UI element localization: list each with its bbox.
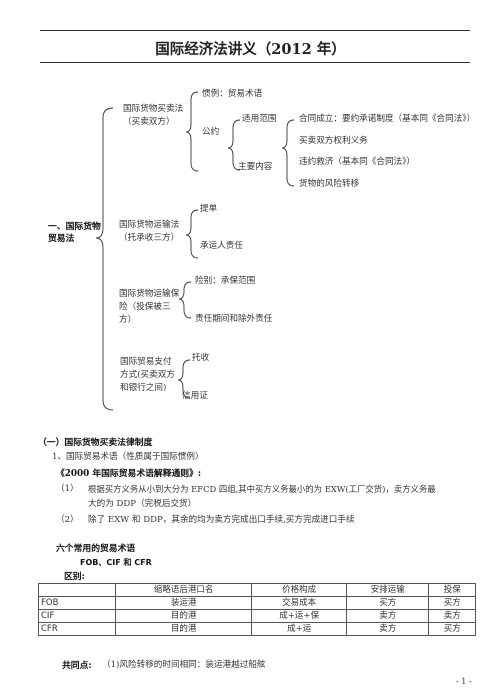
table-cell: 买方 bbox=[428, 596, 476, 610]
para-1-line-2: 大的为 DDP（完税后交货） bbox=[88, 499, 197, 509]
sale-main: 主要内容 bbox=[238, 162, 273, 172]
table-cell: 目的港 bbox=[114, 609, 253, 623]
table-header-row: 缩略语后港口名 价格构成 安排运输 投保 bbox=[38, 583, 476, 597]
table-cell: 卖方 bbox=[428, 609, 476, 623]
table-cell: 买方 bbox=[345, 596, 430, 610]
sale-item-3: 违约救济（基本同《合同法》） bbox=[299, 157, 416, 167]
table-cell: 装运港 bbox=[114, 596, 253, 610]
para-2-num: （2） bbox=[56, 515, 79, 525]
sale-convention: 公约 bbox=[202, 127, 220, 137]
table-row: CFR 目的港 成+运 卖方 买方 bbox=[38, 622, 476, 636]
payment-brace bbox=[177, 359, 191, 399]
table-cell: 成+运+保 bbox=[251, 609, 347, 623]
transport-item-1: 提单 bbox=[200, 204, 218, 214]
table-header-cell: 安排运输 bbox=[345, 583, 430, 597]
sale-custom: 惯例：贸易术语 bbox=[202, 89, 263, 99]
table-cell: 成+运 bbox=[251, 622, 347, 636]
fob-cif-cfr: FOB、CIF 和 CFR bbox=[80, 558, 152, 567]
sale-item-4: 货物的风险转移 bbox=[299, 179, 360, 189]
mindmap-braces bbox=[95, 91, 295, 411]
table-cell: 买方 bbox=[428, 622, 476, 636]
items-brace bbox=[281, 119, 295, 187]
sale-scope: 适用范围 bbox=[242, 114, 277, 124]
payment-label: 国际贸易支付方式(买卖双方和银行之间) bbox=[120, 357, 175, 393]
convention-brace bbox=[227, 119, 241, 171]
transport-brace bbox=[185, 209, 199, 259]
trade-terms-table: 缩略语后港口名 价格构成 安排运输 投保 FOB 装运港 交易成本 买方 买方 … bbox=[38, 583, 476, 636]
para-2-text: 除了 EXW 和 DDP，其余的均为卖方完成出口手续,买方完成进口手续 bbox=[88, 515, 355, 525]
transport-item-2: 承运人责任 bbox=[200, 241, 243, 251]
sale-item-1: 合同成立：要约承诺制度（基本同《合同法》） bbox=[299, 114, 476, 124]
root-brace bbox=[95, 107, 114, 411]
table-header-cell bbox=[38, 583, 116, 597]
para-1-num: （1） bbox=[56, 484, 79, 494]
table-row: FOB 装运港 交易成本 买方 买方 bbox=[38, 596, 476, 610]
section-heading: （一）国际货物买卖法律制度 bbox=[38, 438, 153, 448]
transport-label: 国际货物运输法（托承收三方） bbox=[119, 220, 180, 243]
table-cell: 卖方 bbox=[345, 622, 430, 636]
table-row: CIF 目的港 成+运+保 卖方 卖方 bbox=[38, 609, 476, 623]
insurance-label: 国际货物运输保险（投保被三方） bbox=[119, 289, 180, 325]
sub-heading: 1、国际贸易术语（性质属于国际惯例） bbox=[52, 452, 204, 462]
common-label: 共同点: bbox=[62, 661, 92, 671]
header-rule bbox=[40, 30, 470, 31]
table-cell: 目的港 bbox=[114, 622, 253, 636]
page-number: - 1 - bbox=[456, 677, 472, 686]
table-header-cell: 缩略语后港口名 bbox=[114, 583, 253, 597]
payment-item-1: 托收 bbox=[192, 353, 210, 363]
sale-item-2: 买卖双方权利义务 bbox=[299, 136, 368, 146]
insurance-brace bbox=[178, 281, 192, 319]
table-cell: 卖方 bbox=[345, 609, 430, 623]
sale-label: 国际货物买卖法（买卖双方） bbox=[123, 104, 184, 127]
table-header-cell: 投保 bbox=[428, 583, 476, 597]
insurance-item-2: 责任期间和除外责任 bbox=[195, 314, 273, 324]
para-1-line-1: 根据买方义务从小到大分为 EFCD 四组,其中买方义务最小的为 EXW(工厂交货… bbox=[88, 484, 436, 494]
diff-label: 区别: bbox=[64, 572, 85, 582]
table-cell: FOB bbox=[38, 596, 116, 610]
table-cell: 交易成本 bbox=[251, 596, 347, 610]
six-terms-heading: 六个常用的贸易术语 bbox=[56, 544, 136, 554]
interp-heading: 《2000 年国际贸易术语解释通则》: bbox=[56, 469, 202, 479]
table-header-cell: 价格构成 bbox=[251, 583, 347, 597]
insurance-item-1: 险别：承保范围 bbox=[195, 276, 256, 286]
common-text: （1)风险转移的时间相同：装运港越过船舷 bbox=[102, 660, 266, 670]
mindmap-root: 一、国际货物贸易法 bbox=[48, 222, 101, 244]
table-cell: CFR bbox=[38, 622, 116, 636]
title-underline bbox=[40, 62, 470, 63]
table-cell: CIF bbox=[38, 609, 116, 623]
sale-brace bbox=[185, 91, 199, 172]
payment-item-2: 信用证 bbox=[182, 391, 208, 401]
page-title: 国际经济法讲义（2012 年） bbox=[155, 41, 346, 58]
